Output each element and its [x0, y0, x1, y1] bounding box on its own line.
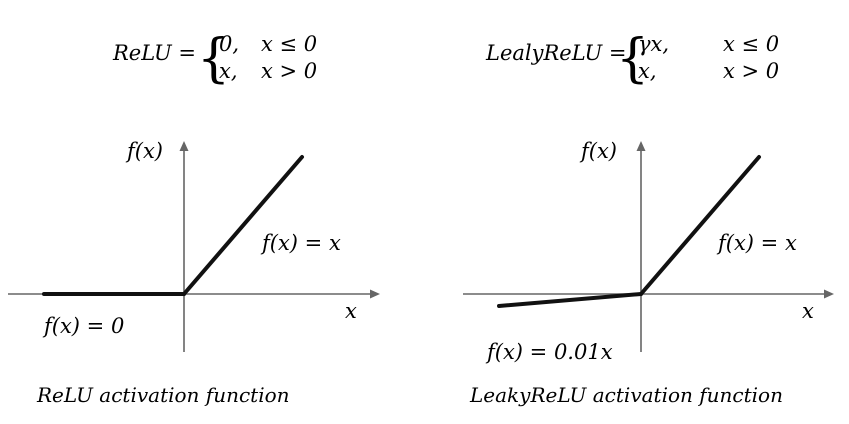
relu-negative-label: f(x) = 0 [42, 314, 124, 338]
leaky-relu-panel: LealyReLU = { γx, x ≤ 0 x, x > 0 f(x) x … [463, 29, 834, 407]
relu-equation-brace: { [197, 29, 230, 89]
relu-equation-lhs: ReLU = [112, 41, 196, 65]
relu-positive-label: f(x) = x [260, 231, 341, 255]
relu-case1-value: 0, [219, 32, 239, 56]
relu-case2-condition: x > 0 [261, 59, 317, 83]
leaky-relu-case2-value: x, [638, 59, 657, 83]
leaky-relu-positive-label: f(x) = x [716, 231, 797, 255]
leaky-relu-caption: LeakyReLU activation function [469, 383, 783, 407]
leaky-relu-x-axis-arrow [824, 289, 834, 299]
relu-caption: ReLU activation function [36, 383, 290, 407]
leaky-relu-case1-condition: x ≤ 0 [723, 32, 779, 56]
relu-y-axis-arrow [179, 141, 189, 151]
leaky-relu-equation-brace: { [616, 29, 649, 89]
relu-positive-segment [182, 155, 304, 296]
leaky-relu-equation: LealyReLU = { γx, x ≤ 0 x, x > 0 [485, 29, 779, 89]
leaky-relu-y-axis-arrow [636, 141, 646, 151]
relu-x-axis-arrow [370, 289, 380, 299]
leaky-relu-y-axis-label: f(x) [579, 139, 617, 163]
leaky-relu-case2-condition: x > 0 [723, 59, 779, 83]
relu-case2-value: x, [219, 59, 238, 83]
leaky-relu-negative-label: f(x) = 0.01x [485, 340, 613, 364]
leaky-relu-x-axis-label: x [802, 299, 814, 323]
relu-panel: ReLU = { 0, x ≤ 0 x, x > 0 f(x) x f(x) =… [8, 29, 380, 407]
leaky-relu-negative-segment [497, 292, 643, 308]
relu-case1-condition: x ≤ 0 [261, 32, 317, 56]
relu-x-axis-label: x [345, 299, 357, 323]
leaky-relu-case1-value: γx, [638, 32, 669, 56]
relu-equation: ReLU = { 0, x ≤ 0 x, x > 0 [112, 29, 317, 89]
relu-y-axis-label: f(x) [125, 139, 163, 163]
leaky-relu-axes [463, 141, 834, 352]
leaky-relu-equation-lhs: LealyReLU = [485, 41, 626, 65]
leaky-relu-positive-segment [639, 155, 761, 296]
